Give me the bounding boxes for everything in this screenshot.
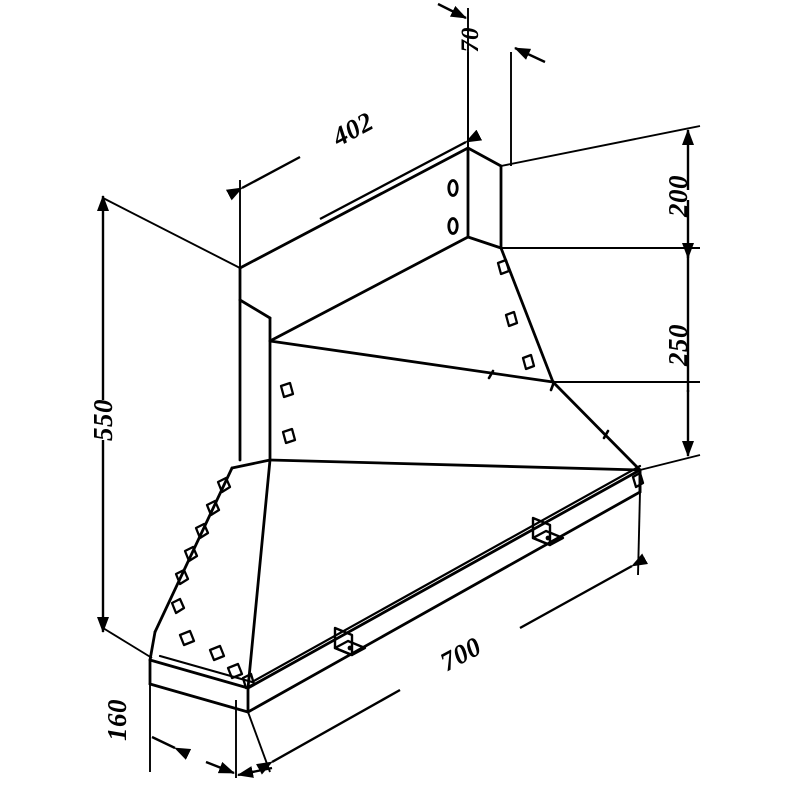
- ext-line-700-left: [247, 711, 271, 773]
- base-front-left-bottom-edge: [148, 682, 250, 714]
- dim-line-402-right: [319, 129, 483, 221]
- hood-geometry-group: [148, 146, 645, 714]
- canopy-front-ridge: [268, 458, 642, 472]
- canopy-top-left-notch: [230, 458, 272, 470]
- dim-line-70-b: [514, 46, 546, 64]
- dim-label-70: 70: [457, 27, 484, 53]
- bracket-screw-hole-left: [347, 645, 353, 651]
- canopy-top-back-ridge: [268, 339, 555, 384]
- chimney-right-bottom-edge: [466, 235, 503, 250]
- vent-slot-group-right-edge: [496, 258, 536, 371]
- chimney-hole-upper: [447, 179, 459, 197]
- mounting-bracket-left: [333, 626, 367, 657]
- dim-label-200: 200: [663, 175, 693, 218]
- canopy-front-left-edge: [246, 458, 272, 690]
- dim-line-160-a: [151, 735, 192, 760]
- chimney-left-lower-jog: [238, 298, 272, 320]
- base-inner-rim: [158, 464, 642, 684]
- dim-line-402-left: [225, 155, 301, 201]
- dim-label-160: 160: [102, 699, 132, 741]
- chimney-bottom-front-edge: [268, 235, 470, 343]
- dimension-group: [97, 2, 701, 778]
- dim-line-160-b: [205, 760, 235, 775]
- dim-line-700-right: [519, 553, 649, 630]
- chimney-hole-lower: [447, 217, 459, 235]
- dim-label-550: 550: [88, 399, 118, 441]
- ext-line-550-top: [102, 197, 241, 269]
- ext-line-550-bottom: [102, 627, 153, 659]
- ext-line-200-top: [500, 125, 701, 167]
- chimney-top-front-edge: [238, 146, 470, 270]
- dim-label-250: 250: [663, 324, 693, 367]
- ext-line-700-right: [637, 491, 641, 576]
- mounting-bracket-right: [531, 516, 565, 547]
- chimney-top-right-edge: [466, 146, 503, 168]
- base-front-left-top-edge: [148, 658, 250, 690]
- vent-slot-group-left-slope: [170, 476, 244, 680]
- base-front-right-bottom-edge: [246, 490, 642, 714]
- canopy-right-slope-top: [551, 380, 642, 472]
- dim-line-700-left: [255, 688, 401, 775]
- base-corner-tab-front: [241, 672, 256, 690]
- ext-line-250-bottom: [639, 454, 701, 471]
- vent-slot-group-front-panel: [279, 381, 297, 445]
- dim-line-160-c: [237, 766, 273, 778]
- bracket-screw-hole-right: [545, 535, 551, 541]
- base-corner-tab-right: [631, 471, 645, 489]
- base-front-right-top-edge: [246, 468, 642, 690]
- canopy-left-lower-edge: [148, 630, 157, 662]
- dim-line-70-a: [437, 2, 467, 20]
- ridge-tick-group: [487, 369, 610, 440]
